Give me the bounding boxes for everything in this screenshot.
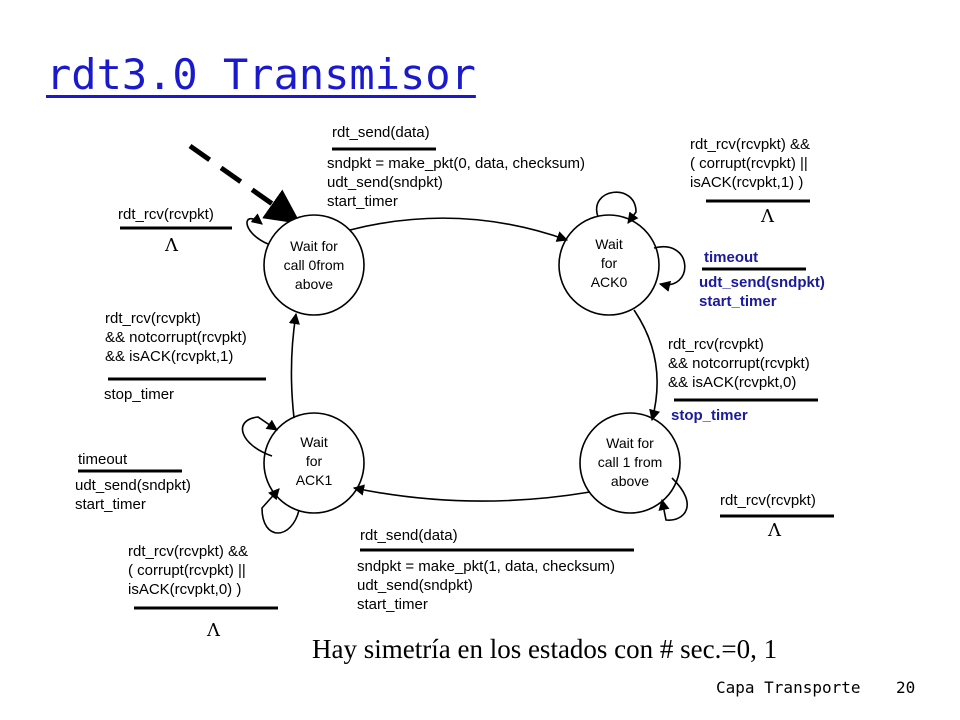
state-wait-ack0-label: Wait for ACK0 (590, 236, 628, 290)
state-wait-call1-label: Wait for call 1 from above (597, 435, 663, 489)
label-ack1-timeout-event: timeout (78, 451, 128, 468)
arrow-call1-to-ack1 (352, 484, 591, 502)
page-number: 20 (896, 678, 916, 697)
label-ack1-timeout-actions: udt_send(sndpkt) start_timer (75, 477, 191, 513)
symmetry-note: Hay simetría en los estados con # sec.=0… (312, 634, 778, 664)
label-ack0-corrupt-action: Λ (761, 206, 774, 227)
label-send1-actions: sndpkt = make_pkt(1, data, checksum) udt… (357, 558, 616, 613)
label-send0-event: rdt_send(data) (332, 124, 430, 141)
label-send1-event: rdt_send(data) (360, 527, 458, 544)
loop-ack0-right (653, 245, 686, 292)
label-ack0-timeout-actions: udt_send(sndpkt) start_timer (699, 274, 825, 310)
label-ack0-ok-event: rdt_rcv(rcvpkt) && notcorrupt(rcvpkt) &&… (668, 336, 810, 391)
loop-ack0-top (595, 191, 639, 224)
label-ack0-ok-action: stop_timer (671, 407, 748, 424)
arrow-call0-to-ack0 (349, 217, 569, 242)
label-call1-rcv-event: rdt_rcv(rcvpkt) (720, 492, 816, 509)
loop-call1-right (658, 477, 688, 521)
footer-label: Capa Transporte (716, 678, 861, 697)
state-wait-ack1-label: Wait for ACK1 (295, 434, 333, 488)
state-wait-call0-circle (263, 214, 365, 316)
label-ack1-ok-action: stop_timer (104, 386, 175, 403)
arrow-ack1-to-call0 (288, 312, 300, 419)
state-wait-ack1-circle (263, 412, 365, 514)
label-send0-actions: sndpkt = make_pkt(0, data, checksum) udt… (327, 155, 586, 210)
state-wait-call1-circle (579, 412, 681, 514)
label-call0-rcv-event: rdt_rcv(rcvpkt) (118, 206, 214, 223)
label-ack0-timeout-event: timeout (704, 249, 759, 266)
label-ack0-corrupt-event: rdt_rcv(rcvpkt) && ( corrupt(rcvpkt) || … (690, 136, 811, 191)
label-call0-rcv-action: Λ (165, 235, 178, 256)
slide-title: rdt3.0 Transmisor (46, 50, 476, 99)
state-wait-ack0-circle (558, 214, 660, 316)
state-wait-call0-label: Wait for call 0from above (283, 238, 345, 292)
loop-call0-left (246, 213, 269, 245)
label-ack1-corrupt-action: Λ (207, 620, 220, 641)
label-ack1-ok-event: rdt_rcv(rcvpkt) && notcorrupt(rcvpkt) &&… (105, 310, 247, 365)
initial-state-arrow (188, 143, 301, 225)
label-call1-rcv-action: Λ (768, 520, 781, 541)
loop-ack1-bottom (261, 488, 300, 534)
arrow-ack0-to-call1 (633, 309, 661, 422)
loop-ack1-left (241, 416, 278, 457)
label-ack1-corrupt-event: rdt_rcv(rcvpkt) && ( corrupt(rcvpkt) || … (128, 543, 249, 598)
